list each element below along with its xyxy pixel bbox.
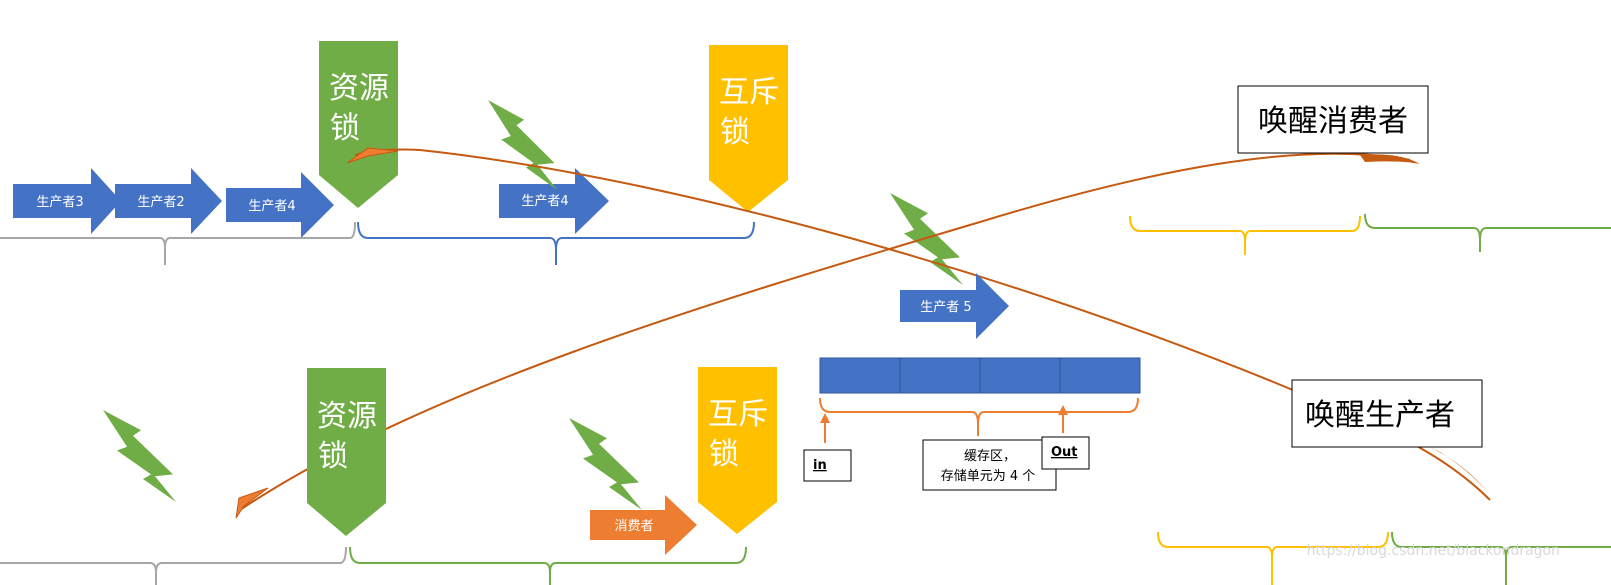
buffer xyxy=(819,357,1141,394)
top-gray-bracket xyxy=(0,221,356,265)
bottom-gray-bracket xyxy=(0,546,347,585)
bottom-green-bracket xyxy=(349,546,747,585)
bottom-resource-lock-line2: 锁 xyxy=(318,439,348,474)
top-mutex-lock: 互斥 锁 xyxy=(709,45,788,212)
bottom-mutex-lock-line1: 互斥 xyxy=(708,397,768,432)
curve-wake-consumer-arrowhead xyxy=(235,487,269,519)
top-resource-lock: 资源 锁 xyxy=(319,41,398,208)
bottom-mutex-lock-line2: 锁 xyxy=(709,437,739,472)
producer-arrow-2: 生产者2 xyxy=(115,168,222,234)
lightning-icon-middle xyxy=(890,193,963,285)
producer-arrow-4: 生产者4 xyxy=(226,172,334,238)
buffer-caption-box: 缓存区， 存储单元为 4 个 xyxy=(922,439,1057,491)
out-label-box: Out xyxy=(1041,436,1090,470)
top-mutex-lock-line1: 互斥 xyxy=(719,75,779,110)
lightning-icon-bottom-left xyxy=(103,410,176,502)
producer-arrow-3: 生产者3 xyxy=(13,168,121,234)
producer-arrow-4-label: 生产者4 xyxy=(248,199,295,214)
consumer-label: 消费者 xyxy=(614,519,653,534)
top-right-yellow-bracket xyxy=(1129,215,1361,255)
bottom-right-yellow-bracket xyxy=(1157,531,1389,585)
bottom-mutex-lock: 互斥 锁 xyxy=(698,367,777,534)
wake-producer-box: 唤醒生产者 xyxy=(1291,379,1483,448)
curve-wake-producer-arrowhead xyxy=(346,147,399,164)
producer-arrow-3-label: 生产者3 xyxy=(36,195,83,210)
top-resource-lock-line2: 锁 xyxy=(330,111,360,146)
buffer-bracket xyxy=(819,397,1139,436)
in-pointer: in xyxy=(803,413,852,482)
wake-producer-label: 唤醒生产者 xyxy=(1305,398,1455,433)
lightning-icon-bottom-middle xyxy=(569,418,642,510)
curve-wake-consumer-tail xyxy=(1360,154,1420,164)
watermark: https://blog.csdn.net/blackondragon xyxy=(1307,543,1560,559)
in-label: in xyxy=(813,458,827,473)
out-pointer xyxy=(1058,405,1068,433)
lightning-icon-top xyxy=(488,100,558,190)
top-right-green-bracket xyxy=(1364,213,1611,252)
bottom-right-green-bracket xyxy=(1391,531,1611,585)
producer-5-label: 生产者 5 xyxy=(920,300,971,315)
waiting-producer-arrow: 生产者4 xyxy=(499,168,609,234)
out-label: Out xyxy=(1051,445,1078,460)
top-blue-bracket xyxy=(357,221,755,265)
top-resource-lock-line1: 资源 xyxy=(329,71,389,106)
top-mutex-lock-line2: 锁 xyxy=(720,115,750,150)
consumer-arrow: 消费者 xyxy=(590,495,697,555)
wake-consumer-label: 唤醒消费者 xyxy=(1258,104,1408,139)
producer-5-arrow: 生产者 5 xyxy=(900,273,1009,339)
bottom-resource-lock-line1: 资源 xyxy=(317,399,377,434)
buffer-caption-line2: 存储单元为 4 个 xyxy=(941,469,1036,484)
producer-arrow-2-label: 生产者2 xyxy=(137,195,184,210)
wake-consumer-box: 唤醒消费者 xyxy=(1237,85,1429,154)
curve-wake-consumer-arrow xyxy=(239,152,1411,511)
buffer-caption-line1: 缓存区， xyxy=(964,449,1016,464)
waiting-producer-label: 生产者4 xyxy=(521,194,568,209)
bottom-resource-lock: 资源 锁 xyxy=(307,368,386,536)
